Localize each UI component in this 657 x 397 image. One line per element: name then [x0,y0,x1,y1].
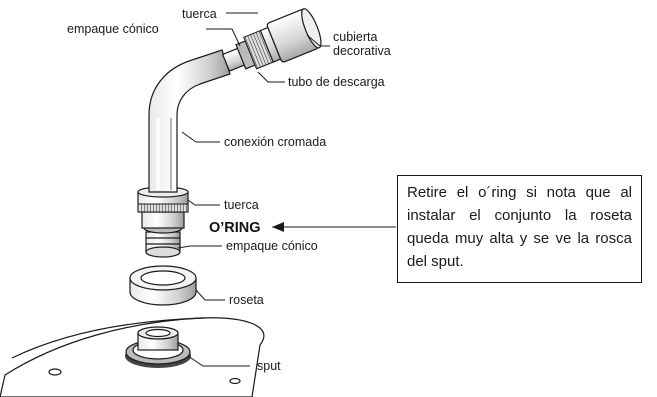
label-roseta: roseta [229,293,264,307]
label-oring: O’RING [209,220,261,236]
sput-fitting [125,326,191,368]
leader-lines [177,12,396,367]
chrome-connection-tube [148,49,231,193]
label-tuerca-bottom: tuerca [224,198,259,212]
label-tuerca-top: tuerca [182,7,217,21]
label-empaque-top: empaque cónico [67,22,159,36]
note-text: Retire el o´ring si nota que al instalar… [407,184,632,270]
label-conexion: conexión cromada [224,135,326,149]
label-cubierta-1: cubierta [333,30,378,44]
roseta-ring [129,265,197,306]
label-cubierta-2: decorativa [333,44,391,58]
note-box: Retire el o´ring si nota que al instalar… [397,175,642,283]
upper-assembly [221,8,322,72]
label-sput: sput [257,359,281,373]
label-empaque-bottom: empaque cónico [226,239,318,253]
label-tubo: tubo de descarga [288,75,385,89]
lower-fitting [137,186,189,258]
